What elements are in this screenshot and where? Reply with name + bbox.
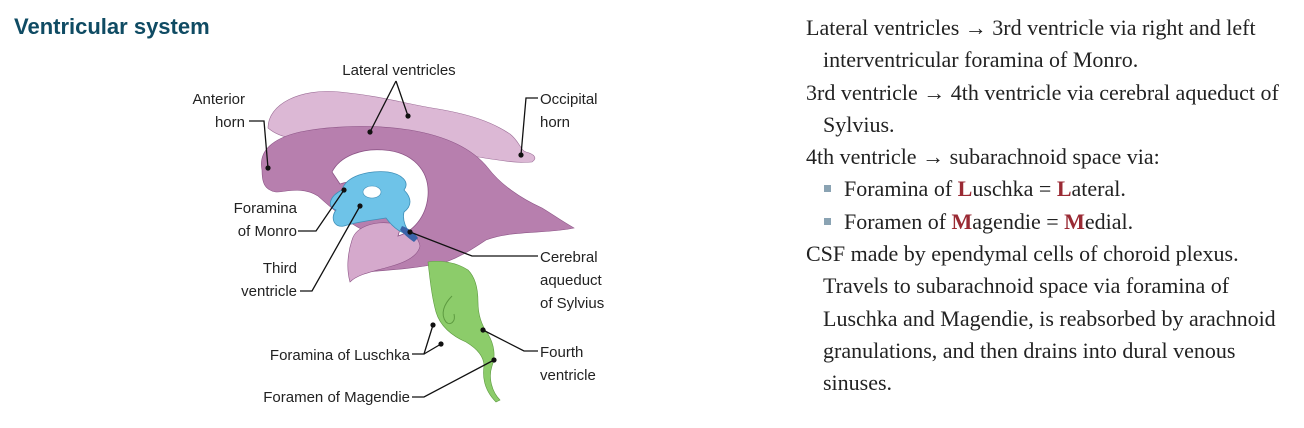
fourth-ventricle-shape: [427, 260, 501, 403]
third-ventricle-leader: [300, 205, 361, 292]
foramina-luschka-leader-1: [412, 324, 434, 355]
label-foramen-magendie: Foramen of Magendie: [263, 389, 410, 406]
label-cerebral-aqueduct-2: aqueduct: [540, 272, 603, 289]
bullet-luschka-mid: uschka =: [972, 176, 1057, 202]
cerebral-aqueduct-dot: [407, 229, 413, 235]
interthalamic-adhesion: [362, 185, 382, 199]
label-third-ventricle-1: Third: [263, 260, 297, 277]
bullet-magendie: Foramen of Magendie = Medial.: [806, 206, 1301, 238]
bullet-luschka-h1: L: [957, 176, 973, 202]
section-title: Ventricular system: [14, 14, 210, 39]
label-cerebral-aqueduct-1: Cerebral: [540, 249, 598, 266]
label-fourth-ventricle-1: Fourth: [540, 344, 583, 361]
bullet-luschka-h2: L: [1056, 176, 1072, 202]
bullet-magendie-h2: M: [1064, 208, 1085, 234]
fourth-ventricle-leader: [482, 329, 538, 352]
label-cerebral-aqueduct-3: of Sylvius: [540, 295, 604, 312]
foramina-monro-dot: [341, 187, 347, 193]
fourth-ventricle-dot: [480, 327, 486, 333]
bullet-magendie-post: edial.: [1084, 208, 1134, 234]
note-fourth-to-subarachnoid: 4th ventricle → subarachnoid space via:: [806, 144, 1160, 170]
lateral-ventricles-dot-2: [405, 113, 411, 119]
bullet-magendie-mid: agendie =: [972, 208, 1065, 234]
lateral-ventricles-dot-1: [367, 129, 373, 135]
note-csf: CSF made by ependymal cells of choroid p…: [806, 241, 1276, 396]
foramina-monro-leader: [298, 189, 345, 232]
label-fourth-ventricle-2: ventricle: [540, 367, 596, 384]
label-foramina-luschka: Foramina of Luschka: [270, 347, 411, 364]
bullet-square-icon: [824, 217, 831, 225]
ventricular-system-diagram: Anterior horn Lateral ventricles Occipit…: [192, 62, 604, 406]
label-foramina-monro-2: of Monro: [238, 223, 297, 240]
foramina-luschka-leader-2: [423, 343, 442, 355]
foramina-luschka-dot-1: [430, 322, 436, 328]
lateral-ventricles-leader-2: [395, 80, 409, 117]
bullet-luschka-pre: Foramina of: [844, 176, 958, 202]
third-ventricle-dot: [357, 203, 363, 209]
foramen-magendie-leader: [412, 359, 495, 398]
luschka-recess: [442, 295, 455, 325]
lateral-ventricles-leader-1: [369, 80, 397, 133]
foramina-luschka-dot-2: [438, 341, 444, 347]
label-anterior-horn-1: Anterior: [192, 91, 245, 108]
bullet-luschka-post: ateral.: [1071, 176, 1126, 202]
label-foramina-monro-1: Foramina: [234, 200, 298, 217]
note-lateral-to-third: Lateral ventricles → 3rd ventricle via r…: [806, 15, 1256, 73]
note-third-to-fourth: 3rd ventricle → 4th ventricle via cerebr…: [806, 79, 1279, 137]
label-occipital-horn-2: horn: [540, 114, 570, 131]
label-lateral-ventricles: Lateral ventricles: [342, 62, 455, 79]
bullet-luschka: Foramina of Luschka = Lateral.: [806, 173, 1301, 205]
occipital-horn-leader: [520, 97, 538, 156]
occipital-horn-dot: [518, 152, 524, 158]
bullet-magendie-h1: M: [951, 208, 973, 234]
anterior-horn-leader: [249, 120, 269, 169]
bullet-magendie-pre: Foramen of: [844, 208, 952, 234]
anterior-horn-dot: [265, 165, 271, 171]
cerebral-aqueduct-leader: [409, 231, 538, 257]
label-third-ventricle-2: ventricle: [241, 283, 297, 300]
bullet-square-icon: [824, 185, 831, 193]
notes-panel: Lateral ventricles → 3rd ventricle via r…: [806, 12, 1301, 400]
label-occipital-horn-1: Occipital: [540, 91, 598, 108]
label-anterior-horn-2: horn: [215, 114, 245, 131]
foramen-magendie-dot: [491, 357, 497, 363]
